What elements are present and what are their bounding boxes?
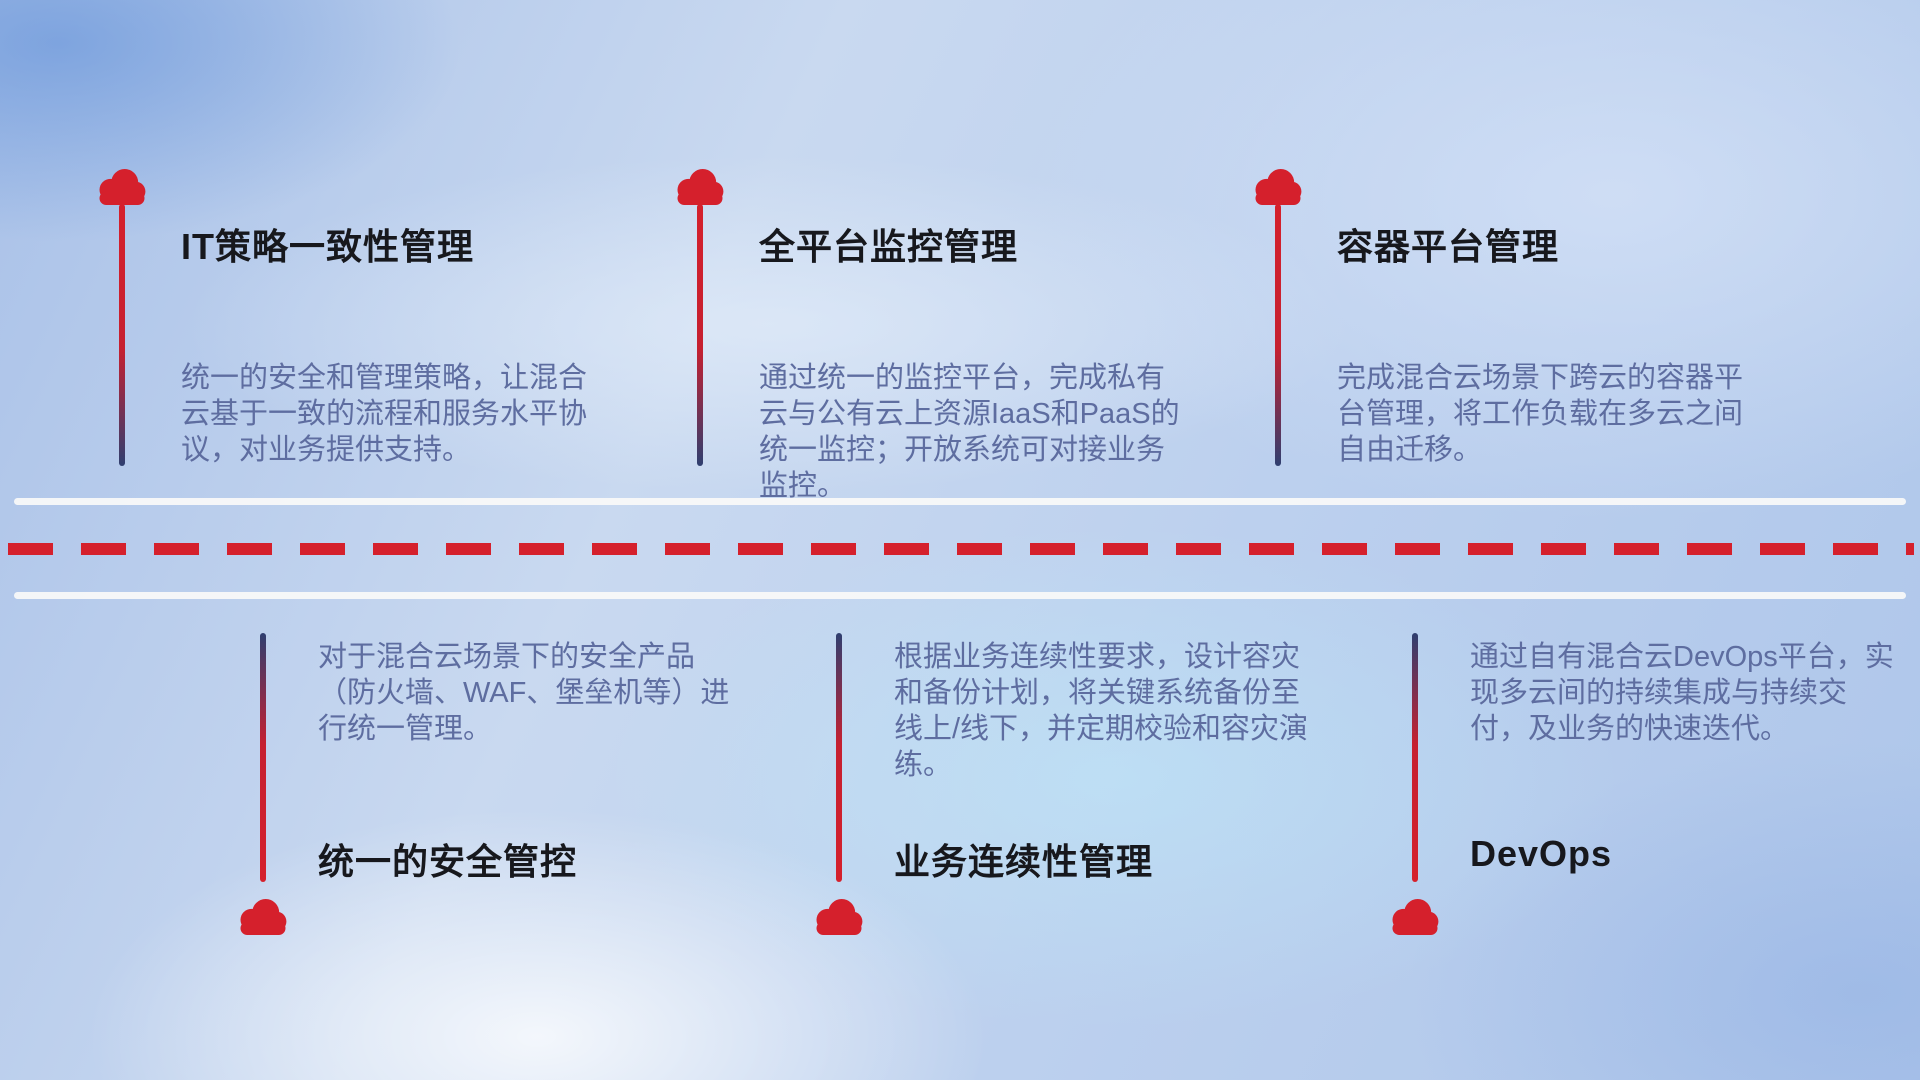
feature-description: 根据业务连续性要求，设计容灾和备份计划，将关键系统备份至线上/线下，并定期校验和… — [894, 641, 1309, 781]
feature-item-business-continuity: 根据业务连续性要求，设计容灾和备份计划，将关键系统备份至线上/线下，并定期校验和… — [812, 633, 1372, 943]
cloud-icon — [816, 899, 863, 935]
timeline-connector-line — [119, 204, 125, 466]
feature-description: 通过统一的监控平台，完成私有云与公有云上资源IaaS和PaaS的统一监控；开放系… — [759, 362, 1180, 502]
feature-item-devops: 通过自有混合云DevOps平台，实现多云间的持续集成与持续交付，及业务的快速迭代… — [1388, 633, 1920, 943]
feature-item-monitoring: 全平台监控管理 通过统一的监控平台，完成私有云与公有云上资源IaaS和PaaS的… — [673, 168, 1233, 502]
feature-description: 对于混合云场景下的安全产品（防火墙、WAF、堡垒机等）进行统一管理。 — [318, 641, 730, 745]
road-edge-top-line — [14, 498, 1906, 505]
cloud-icon — [240, 899, 287, 935]
feature-title: 统一的安全管控 — [318, 841, 578, 882]
feature-title: IT策略一致性管理 — [181, 226, 474, 267]
feature-description: 完成混合云场景下跨云的容器平台管理，将工作负载在多云之间自由迁移。 — [1337, 362, 1744, 466]
cloud-icon — [1255, 169, 1302, 205]
cloud-icon — [677, 169, 724, 205]
feature-item-it-policy: IT策略一致性管理 统一的安全和管理策略，让混合云基于一致的流程和服务水平协议，… — [95, 168, 655, 478]
road-edge-bottom-line — [14, 592, 1906, 599]
feature-item-container-platform: 容器平台管理 完成混合云场景下跨云的容器平台管理，将工作负载在多云之间自由迁移。 — [1251, 168, 1811, 478]
timeline-connector-line — [836, 633, 842, 882]
feature-title: 全平台监控管理 — [759, 226, 1019, 267]
timeline-connector-line — [1412, 633, 1418, 882]
feature-title: 容器平台管理 — [1337, 226, 1560, 267]
timeline-connector-line — [697, 204, 703, 466]
timeline-connector-line — [1275, 204, 1281, 466]
feature-title: 业务连续性管理 — [894, 841, 1154, 882]
feature-title: DevOps — [1470, 833, 1613, 874]
road-center-dashed-line — [8, 543, 1914, 555]
feature-description: 通过自有混合云DevOps平台，实现多云间的持续集成与持续交付，及业务的快速迭代… — [1470, 641, 1894, 745]
feature-description: 统一的安全和管理策略，让混合云基于一致的流程和服务水平协议，对业务提供支持。 — [181, 362, 588, 466]
feature-item-security-control: 对于混合云场景下的安全产品（防火墙、WAF、堡垒机等）进行统一管理。 统一的安全… — [236, 633, 796, 943]
cloud-icon — [99, 169, 146, 205]
timeline-connector-line — [260, 633, 266, 882]
cloud-icon — [1392, 899, 1439, 935]
